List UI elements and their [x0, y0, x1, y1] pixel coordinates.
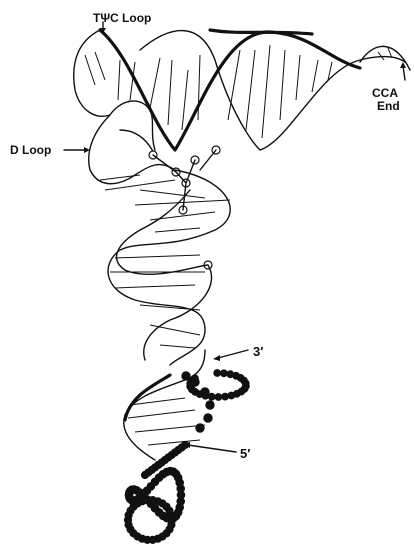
lower-strand-2	[125, 375, 170, 420]
five-prime-pointer	[188, 445, 236, 452]
bead	[151, 504, 159, 512]
bead	[221, 370, 228, 377]
tpsic-loop-label: TΨC Loop	[93, 11, 151, 25]
d-loop-inner	[120, 130, 155, 155]
central-helix	[108, 170, 230, 365]
bead	[168, 516, 175, 523]
central-rungs	[110, 190, 230, 348]
lower-rungs	[128, 398, 205, 445]
label-arrows	[64, 22, 406, 452]
d-loop-label: D Loop	[10, 143, 51, 157]
bead	[214, 370, 221, 377]
three-prime-pointer	[218, 350, 248, 358]
bead-chain	[124, 370, 249, 544]
bead	[182, 372, 190, 380]
top-rungs	[150, 45, 392, 138]
bead	[208, 393, 215, 400]
bead	[215, 394, 222, 401]
five-prime-label: 5′	[240, 446, 250, 461]
bead	[222, 393, 229, 400]
bead	[206, 401, 214, 409]
d-loop-strand	[89, 115, 175, 184]
end-label: End	[377, 99, 400, 113]
top-strand-3	[210, 30, 312, 34]
top-strand-2	[140, 31, 405, 150]
bead	[228, 392, 235, 399]
bead	[204, 414, 212, 422]
central-strand-1	[108, 170, 230, 365]
cca-arrowhead	[400, 62, 406, 68]
top-helix	[100, 30, 410, 150]
bead	[196, 424, 204, 432]
cca-pointer	[403, 66, 405, 80]
bead	[141, 471, 148, 478]
three-prime-arrowhead	[213, 355, 220, 361]
bead	[191, 378, 199, 386]
lower-helix	[124, 350, 205, 460]
three-prime-label: 3′	[253, 344, 263, 359]
cca-label: CCA	[372, 86, 398, 100]
loop-region	[74, 30, 220, 269]
bead	[201, 388, 209, 396]
top-strand-1	[100, 30, 360, 150]
